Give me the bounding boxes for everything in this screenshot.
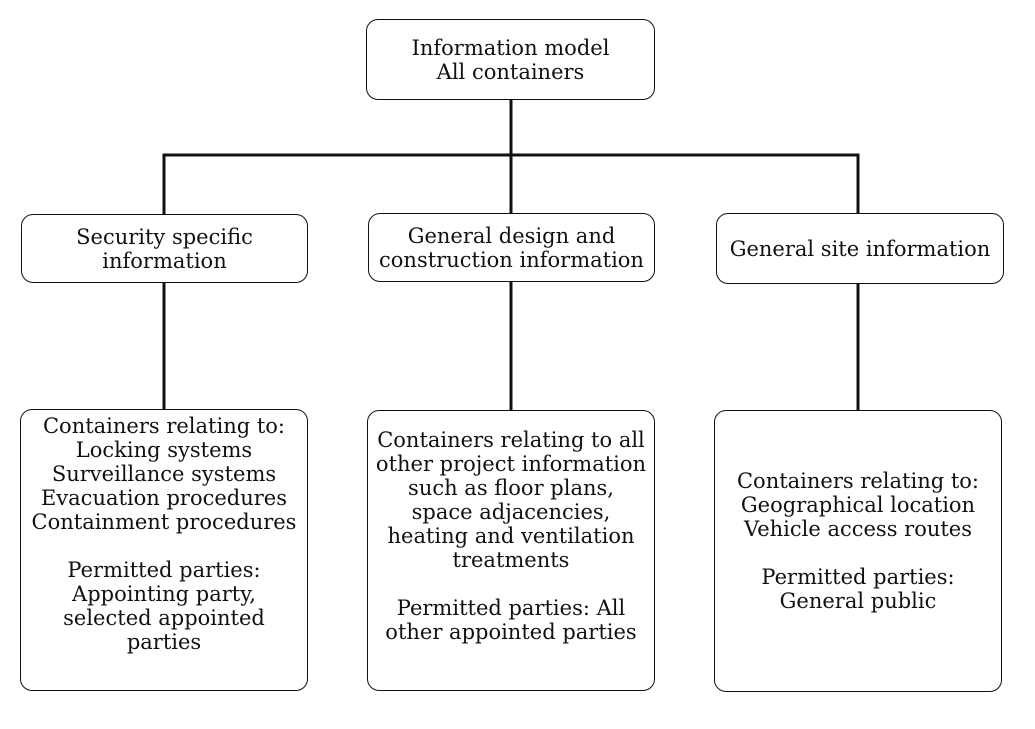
detail-relating-line: other project information: [375, 452, 647, 476]
detail-parties-line: Permitted parties: All: [396, 596, 626, 620]
detail-relating-line: Vehicle access routes: [743, 517, 973, 541]
root-node-line: All containers: [436, 59, 585, 84]
root-node-information-model: Information model All containers: [366, 19, 655, 100]
detail-relating-line: Surveillance systems: [51, 462, 277, 486]
detail-relating-line: Containment procedures: [31, 510, 297, 534]
category-node-design-construction: General design and construction informat…: [368, 213, 655, 282]
detail-parties-line: Permitted parties:: [761, 565, 955, 589]
detail-node-security: Containers relating to: Locking systems …: [20, 409, 308, 691]
detail-relating-line: Geographical location: [740, 493, 976, 517]
category-node-line: information: [102, 248, 227, 273]
category-node-site: General site information: [716, 213, 1004, 284]
root-node-line: Information model: [411, 35, 610, 60]
detail-relating-line: Evacuation procedures: [40, 486, 288, 510]
detail-relating-line: space adjacencies,: [411, 500, 611, 524]
detail-node-site: Containers relating to: Geographical loc…: [714, 410, 1002, 692]
detail-parties-line: parties: [126, 630, 202, 654]
detail-relating-line: heating and ventilation: [387, 524, 635, 548]
detail-relating-line: such as floor plans,: [408, 476, 614, 500]
detail-relating-line: treatments: [452, 548, 570, 572]
detail-parties-line: General public: [779, 589, 937, 613]
detail-relating-line: Containers relating to all: [377, 428, 645, 452]
detail-node-design-construction: Containers relating to all other project…: [367, 410, 655, 691]
category-node-line: construction information: [379, 247, 644, 272]
detail-relating-line: Containers relating to:: [736, 469, 979, 493]
detail-parties-line: Appointing party,: [72, 582, 256, 606]
category-node-line: Security specific: [76, 224, 253, 249]
detail-relating-line: Containers relating to:: [42, 414, 285, 438]
detail-relating-line: Locking systems: [75, 438, 253, 462]
category-node-line: General site information: [729, 236, 991, 261]
detail-parties-line: other appointed parties: [385, 620, 637, 644]
detail-parties-line: Permitted parties:: [67, 558, 261, 582]
detail-parties-line: selected appointed: [63, 606, 265, 630]
category-node-line: General design and: [407, 223, 616, 248]
category-node-security: Security specific information: [21, 214, 308, 283]
